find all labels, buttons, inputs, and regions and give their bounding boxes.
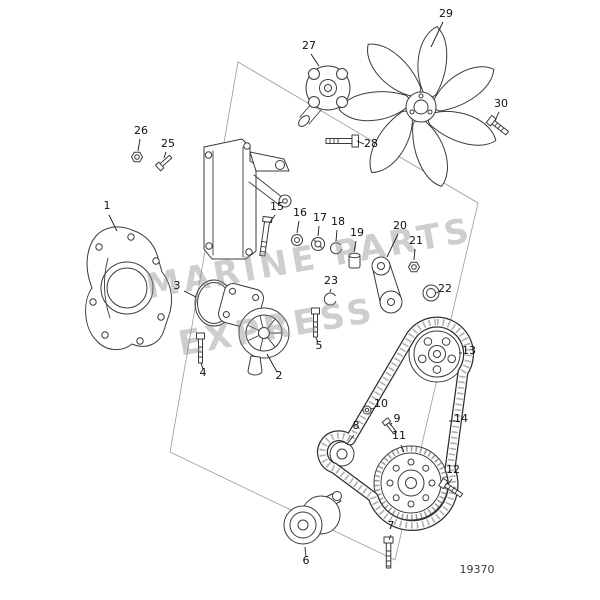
callout-14: 14	[454, 412, 468, 425]
nut-21	[408, 261, 420, 273]
callout-3: 3	[174, 279, 181, 292]
bolt-7	[383, 536, 394, 569]
drawing-number: 19370	[460, 563, 495, 576]
washer-10	[362, 405, 372, 415]
belt-pulley-13	[408, 325, 466, 383]
callout-5: 5	[316, 339, 323, 352]
callout-20: 20	[393, 219, 407, 232]
tensioner-bracket-20	[371, 256, 403, 314]
callout-13: 13	[462, 344, 476, 357]
callout-29: 29	[439, 7, 453, 20]
callout-15: 15	[270, 200, 284, 213]
pump-housing	[85, 226, 173, 350]
bolt-28	[325, 134, 359, 148]
callout-16: 16	[293, 206, 307, 219]
spacer-19	[348, 252, 361, 269]
callout-25: 25	[161, 137, 175, 150]
retaining-ring-23	[323, 292, 337, 306]
callout-1: 1	[104, 199, 111, 212]
fan-hub	[298, 65, 351, 127]
callout-4: 4	[200, 366, 207, 379]
drive-belt-14	[317, 316, 475, 532]
callout-19: 19	[350, 226, 364, 239]
callout-21: 21	[409, 234, 423, 247]
bolt-25	[154, 154, 173, 172]
callout-8: 8	[353, 419, 360, 432]
belt-tensioner-6	[283, 491, 342, 545]
idler-pulley-8	[329, 441, 355, 467]
callout-12: 12	[446, 463, 460, 476]
bolt-4	[196, 332, 205, 364]
callout-10: 10	[374, 397, 388, 410]
callout-9: 9	[394, 412, 401, 425]
seal-17	[311, 237, 325, 251]
callout-27: 27	[302, 39, 316, 52]
bolt-12	[438, 477, 464, 498]
callout-labels: 29 27 28 30 26 25 1 15 16 17 18 19 20 21…	[104, 7, 509, 567]
washer-16	[291, 234, 303, 246]
bolt-5	[311, 307, 320, 338]
cooling-fan	[338, 26, 497, 187]
callout-26: 26	[134, 124, 148, 137]
bolt-9	[381, 417, 397, 435]
callout-17: 17	[313, 211, 327, 224]
callout-30: 30	[494, 97, 508, 110]
washer-22	[422, 284, 440, 302]
callout-leader-lines	[108, 21, 500, 558]
callout-6: 6	[303, 554, 310, 567]
callout-22: 22	[438, 282, 452, 295]
callout-18: 18	[331, 215, 345, 228]
callout-2: 2	[276, 369, 283, 382]
bolt-30	[485, 114, 509, 136]
callout-7: 7	[388, 519, 395, 532]
retaining-ring-18	[330, 242, 342, 255]
callout-23: 23	[324, 274, 338, 287]
callout-28: 28	[364, 137, 378, 150]
nut-26	[131, 151, 143, 163]
mounting-bracket	[203, 138, 292, 260]
circulation-pump	[218, 283, 290, 376]
callout-11: 11	[392, 429, 406, 442]
stud-15	[259, 215, 273, 257]
